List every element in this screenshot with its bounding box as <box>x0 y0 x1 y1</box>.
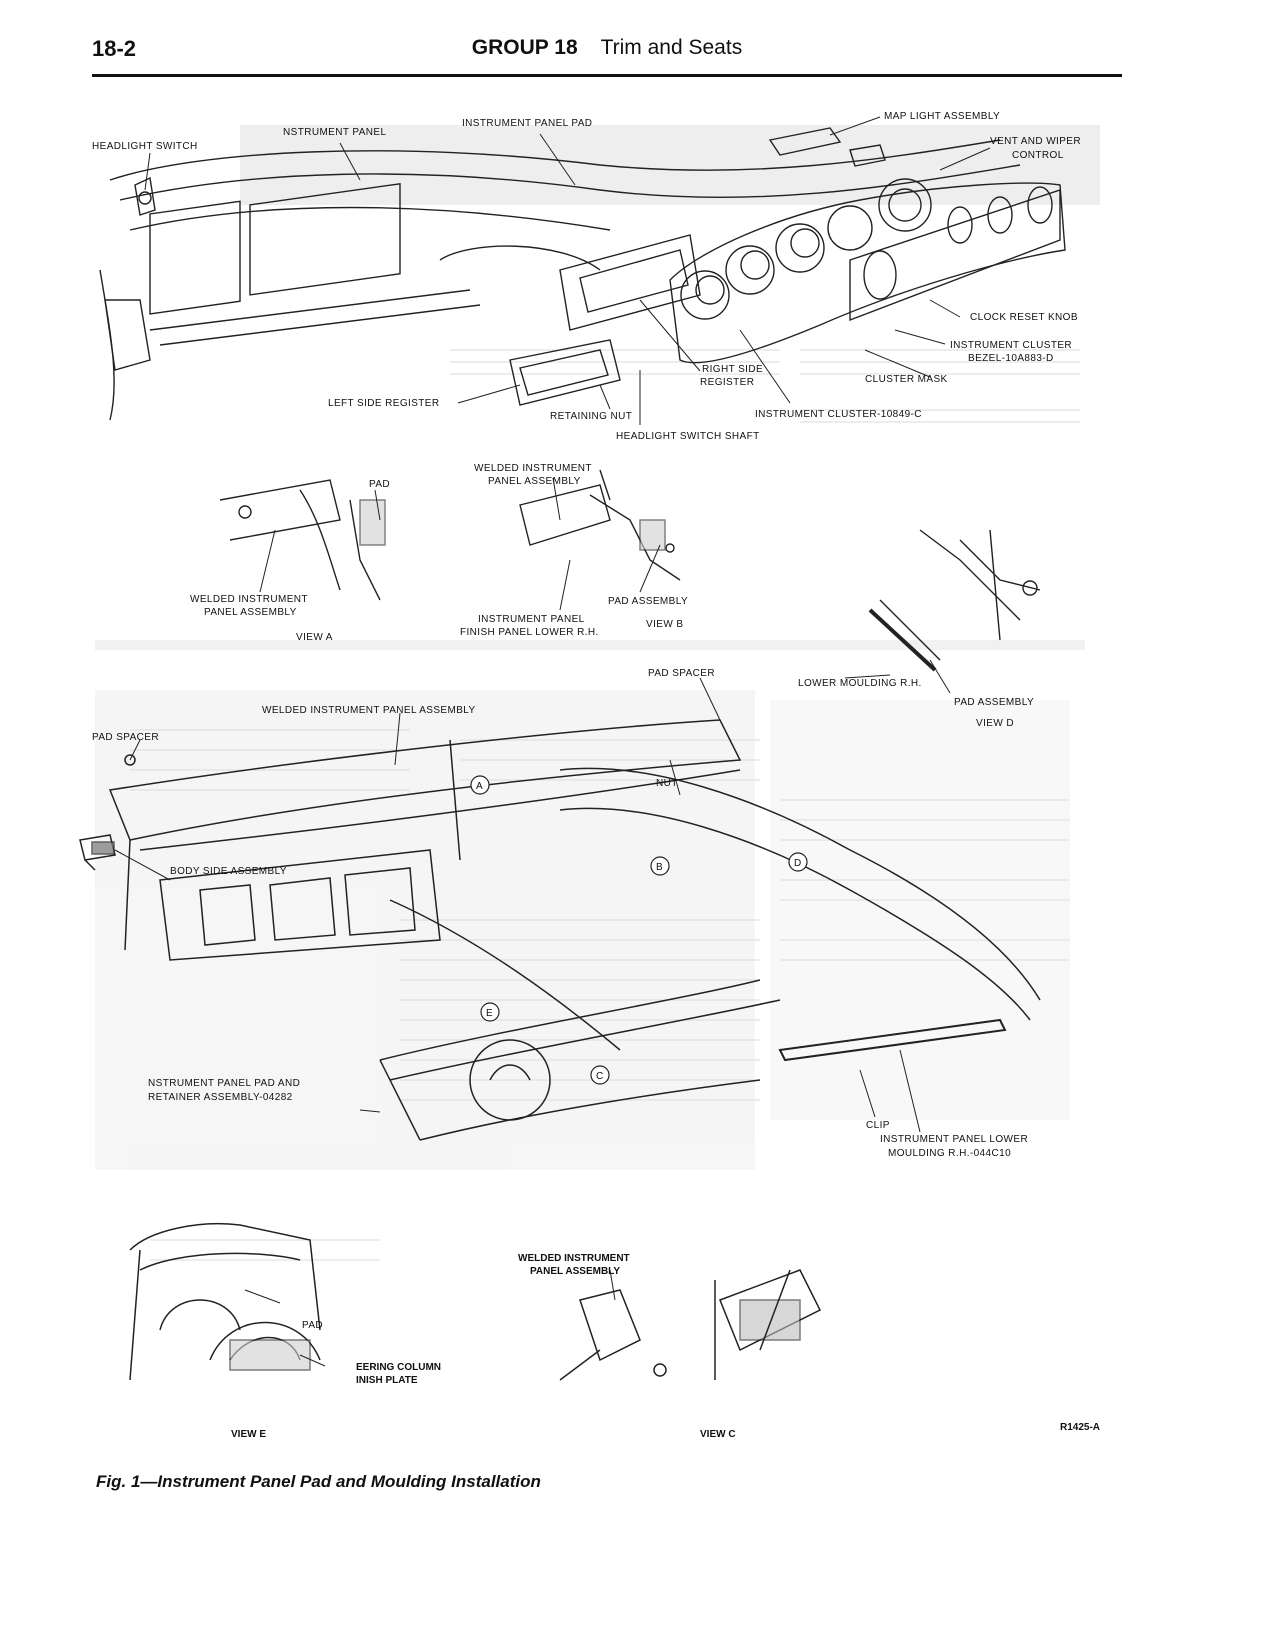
label-pad-spacer-left: PAD SPACER <box>92 732 159 743</box>
view-e-drawing <box>129 1222 321 1381</box>
view-c-drawing <box>559 1269 822 1381</box>
label-view-d: VIEW D <box>976 718 1014 729</box>
label-view-e: VIEW E <box>231 1429 266 1440</box>
label-right-side-register-1: RIGHT SIDE <box>702 364 763 375</box>
label-welded-panel-b1: WELDED INSTRUMENT <box>474 463 592 474</box>
label-lower-moulding-rh: LOWER MOULDING R.H. <box>798 678 922 689</box>
label-vent-wiper-2: CONTROL <box>1012 150 1064 161</box>
label-view-c: VIEW C <box>700 1429 736 1440</box>
label-lower-moulding-2: MOULDING R.H.-044C10 <box>888 1148 1011 1159</box>
welded-panel-main-drawing <box>79 719 1041 1141</box>
label-cluster-bezel-2: BEZEL-10A883-D <box>968 353 1054 364</box>
label-clock-reset-knob: CLOCK RESET KNOB <box>970 312 1078 323</box>
label-pad: PAD <box>369 479 390 490</box>
label-clip: CLIP <box>866 1120 890 1131</box>
figure-caption: Fig. 1—Instrument Panel Pad and Moulding… <box>96 1472 541 1492</box>
label-pad-e: PAD <box>302 1320 323 1331</box>
label-welded-panel-main: WELDED INSTRUMENT PANEL ASSEMBLY <box>262 705 476 716</box>
label-pad-assembly-b: PAD ASSEMBLY <box>608 596 688 607</box>
label-instrument-panel: NSTRUMENT PANEL <box>283 127 386 138</box>
leader-lines <box>114 116 991 1367</box>
label-pad-retainer-1: NSTRUMENT PANEL PAD AND <box>148 1078 300 1089</box>
group-label: GROUP 18 <box>471 36 578 59</box>
bleed-through-background <box>95 125 1100 1261</box>
label-pad-retainer-2: RETAINER ASSEMBLY-04282 <box>148 1092 293 1103</box>
callout-e: E <box>486 1008 493 1019</box>
figure-number: Fig. 1 <box>96 1472 141 1491</box>
label-instrument-panel-pad: INSTRUMENT PANEL PAD <box>462 118 592 129</box>
callout-c: C <box>596 1071 604 1082</box>
label-retaining-nut: RETAINING NUT <box>550 411 632 422</box>
label-map-light-assembly: MAP LIGHT ASSEMBLY <box>884 111 1000 122</box>
label-welded-panel-c2: PANEL ASSEMBLY <box>530 1266 620 1277</box>
dashboard-top-drawing <box>99 127 1066 421</box>
group-title-text: Trim and Seats <box>600 36 743 59</box>
figure-title: —Instrument Panel Pad and Moulding Insta… <box>140 1472 541 1491</box>
label-lower-moulding-1: INSTRUMENT PANEL LOWER <box>880 1134 1028 1145</box>
label-pad-assembly-d: PAD ASSEMBLY <box>954 697 1034 708</box>
label-pad-spacer-top: PAD SPACER <box>648 668 715 679</box>
label-steering-1: EERING COLUMN <box>356 1362 441 1373</box>
label-view-a: VIEW A <box>296 632 333 643</box>
label-headlight-switch-shaft: HEADLIGHT SWITCH SHAFT <box>616 431 760 442</box>
view-a-drawing <box>219 479 386 601</box>
label-cluster-mask: CLUSTER MASK <box>865 374 948 385</box>
label-instrument-cluster: INSTRUMENT CLUSTER-10849-C <box>755 409 922 420</box>
label-nut: NUT <box>656 778 678 789</box>
callout-a: A <box>476 781 483 792</box>
label-view-b: VIEW B <box>646 619 683 630</box>
label-finish-panel-1: INSTRUMENT PANEL <box>478 614 585 625</box>
callout-d: D <box>794 858 802 869</box>
view-b-drawing <box>519 469 681 581</box>
label-welded-panel-c1: WELDED INSTRUMENT <box>518 1253 630 1264</box>
callout-circles <box>470 775 808 1085</box>
label-welded-panel-a1: WELDED INSTRUMENT <box>190 594 308 605</box>
page-header: 18-2 GROUP 18 Trim and Seats <box>92 30 1122 74</box>
callout-b: B <box>656 862 663 873</box>
label-cluster-bezel-1: INSTRUMENT CLUSTER <box>950 340 1072 351</box>
label-headlight-switch: HEADLIGHT SWITCH <box>92 141 198 152</box>
label-right-side-register-2: REGISTER <box>700 377 754 388</box>
header-rule <box>92 74 1122 77</box>
group-title: GROUP 18 Trim and Seats <box>92 36 1122 60</box>
label-welded-panel-a2: PANEL ASSEMBLY <box>204 607 297 618</box>
label-vent-wiper-1: VENT AND WIPER <box>990 136 1081 147</box>
view-d-drawing <box>868 529 1041 672</box>
label-finish-panel-2: FINISH PANEL LOWER R.H. <box>460 627 599 638</box>
label-steering-2: INISH PLATE <box>356 1375 418 1386</box>
label-left-side-register: LEFT SIDE REGISTER <box>328 398 439 409</box>
label-body-side-assembly: BODY SIDE ASSEMBLY <box>170 866 287 877</box>
reference-code: R1425-A <box>1060 1422 1100 1433</box>
page-number: 18-2 <box>92 36 137 61</box>
label-welded-panel-b2: PANEL ASSEMBLY <box>488 476 581 487</box>
